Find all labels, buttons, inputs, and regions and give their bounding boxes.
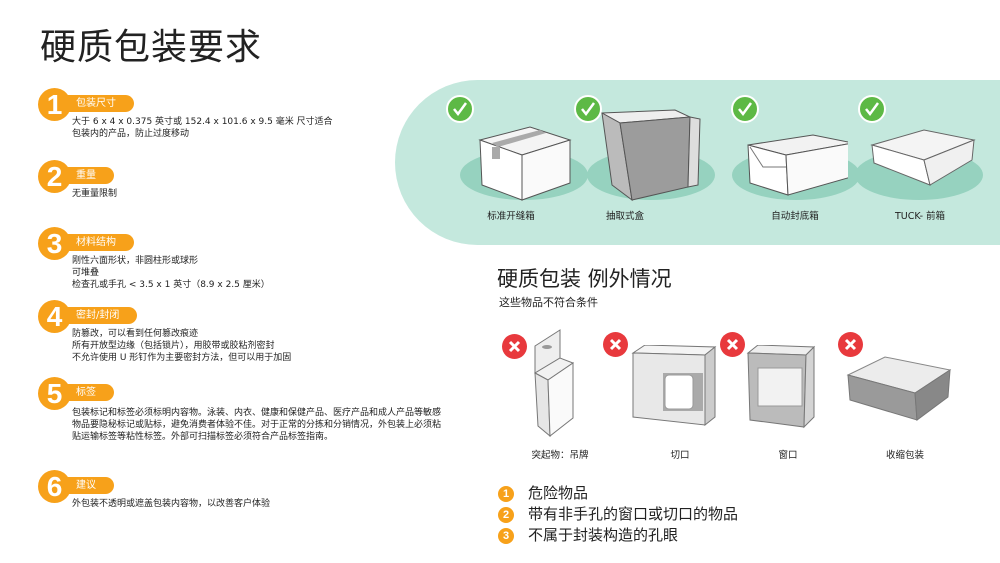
number-badge: 3 [38, 227, 71, 260]
requirement-label: 材料结构 [68, 234, 134, 251]
requirement-label: 重量 [68, 167, 114, 184]
window-box-image [746, 345, 816, 429]
check-icon [731, 95, 759, 123]
shrink-wrap-image [846, 356, 952, 421]
number-badge: 1 [498, 486, 514, 502]
page-title: 硬质包装要求 [40, 27, 263, 68]
accepted-auto-bottom-box [728, 95, 860, 245]
requirement-desc: 包装标记和标签必须标明内容物。泳装、内衣、健康和保健产品、医疗产品和成人产品等敏… [72, 408, 442, 442]
requirement-label: 包装尺寸 [68, 95, 134, 112]
exception-list-item: 2 带有非手孔的窗口或切口的物品 [498, 503, 738, 524]
accepted-label: 标准开缝箱 [487, 211, 535, 222]
number-badge: 1 [38, 88, 71, 121]
exception-text: 危险物品 [528, 484, 589, 502]
exception-text: 带有非手孔的窗口或切口的物品 [528, 505, 739, 523]
x-icon [720, 332, 745, 357]
hang-tab-box-image [533, 329, 575, 438]
accepted-label: 自动封底箱 [771, 211, 819, 222]
exception-label: 收缩包装 [885, 450, 924, 461]
exceptions-subtitle: 这些物品不符合条件 [499, 296, 598, 309]
drawer-box-image [600, 109, 701, 202]
requirement-desc: 外包装不透明或遮盖包装内容物，以改善客户体验 [72, 499, 271, 509]
regular-slotted-box-image [478, 126, 572, 201]
exception-label: 窗口 [778, 450, 798, 461]
accepted-label: TUCK- 前箱 [894, 211, 946, 222]
exception-list-item: 3 不属于封装构造的孔眼 [498, 524, 678, 545]
exception-label: 切口 [670, 450, 690, 461]
auto-bottom-box-image [747, 134, 848, 196]
accepted-drawer-box [574, 95, 720, 245]
requirement-desc: 无重量限制 [72, 189, 118, 199]
number-badge: 2 [498, 507, 514, 523]
requirement-label: 密封/封闭 [68, 307, 138, 324]
number-badge: 2 [38, 160, 71, 193]
requirement-desc: 大于 6 x 4 x 0.375 英寸或 152.4 x 101.6 x 9.5… [72, 117, 333, 139]
requirement-label: 建议 [68, 477, 114, 494]
number-badge: 4 [38, 300, 71, 333]
exception-list-item: 1 危险物品 [498, 482, 588, 503]
x-icon [838, 332, 863, 357]
number-badge: 6 [38, 470, 71, 503]
requirement-label: 标签 [68, 384, 114, 401]
exceptions-title: 硬质包装 例外情况 [497, 267, 672, 291]
accepted-tuck-front-box [852, 95, 983, 245]
check-icon [574, 95, 602, 123]
exception-text: 不属于封装构造的孔眼 [528, 526, 679, 544]
tuck-front-box-image [870, 129, 976, 186]
exception-label: 突起物：吊牌 [531, 450, 589, 461]
cutout-box-image [631, 345, 717, 427]
check-icon [858, 95, 886, 123]
check-icon [446, 95, 474, 123]
x-icon [502, 334, 527, 359]
x-icon [603, 332, 628, 357]
accepted-rsc-box [446, 95, 590, 245]
accepted-label: 抽取式盒 [605, 211, 644, 222]
requirement-desc: 刚性六面形状，非圆柱形或球形 可堆叠 检查孔或手孔 < 3.5 x 1 英寸（8… [72, 256, 270, 290]
number-badge: 3 [498, 528, 514, 544]
requirement-desc: 防篡改，可以看到任何篡改痕迹 所有开放型边缘（包括锁片），用胶带或胶粘剂密封 不… [72, 329, 292, 363]
number-badge: 5 [38, 377, 71, 410]
